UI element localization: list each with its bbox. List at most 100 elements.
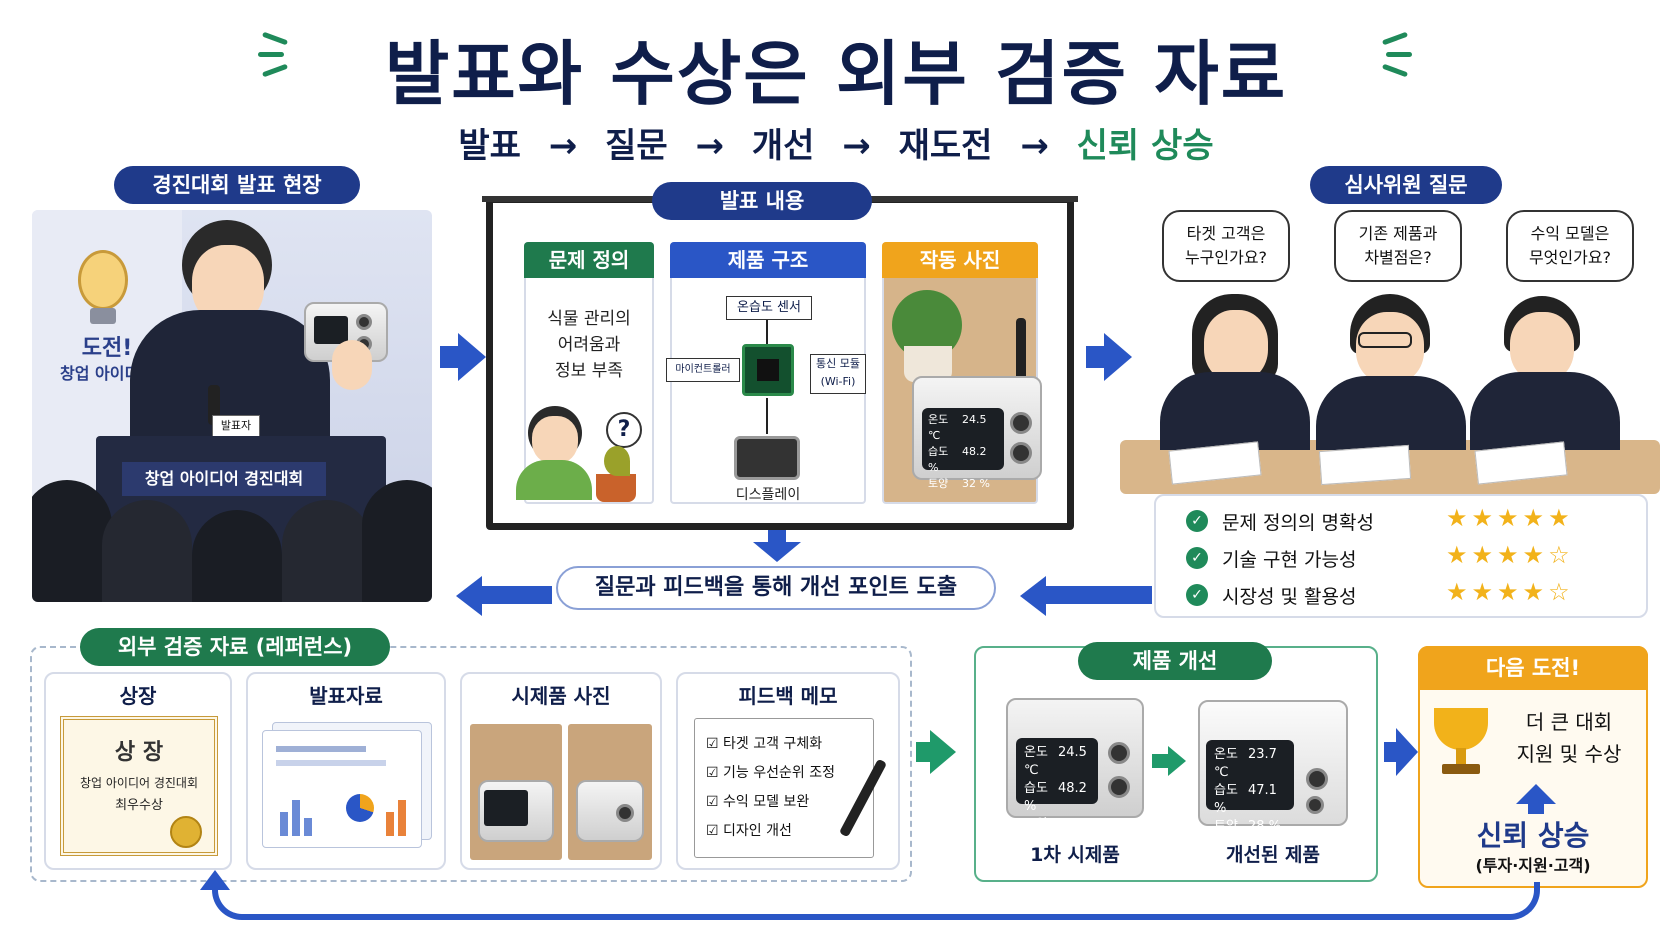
criteria-name: 기술 구현 가능성	[1222, 549, 1357, 571]
audience-head	[192, 510, 282, 602]
question-bubble-1: 타겟 고객은 누구인가요?	[1162, 210, 1290, 282]
check-icon: ✓	[1186, 584, 1208, 606]
stage-label: 경진대회 발표 현장	[114, 166, 360, 204]
paper-icon	[1318, 444, 1412, 486]
certificate-line: 최우수상	[115, 798, 163, 813]
bar-chart-icon	[398, 800, 406, 836]
podium-sign: 창업 아이디어 경진대회	[122, 462, 326, 496]
device-knob	[1108, 776, 1130, 798]
judge3-body	[1470, 372, 1620, 450]
reading-value: 48.2 %	[928, 445, 987, 474]
title-deco	[1386, 52, 1412, 57]
device-screen	[314, 316, 348, 344]
memo-item-text: 타겟 고객 구체화	[723, 736, 823, 752]
device-knob	[1306, 768, 1328, 790]
arrow-right-icon	[458, 333, 486, 381]
arrow-right-icon	[440, 346, 458, 368]
sensor-box: 온습도 센서	[726, 296, 812, 320]
judge2-body	[1316, 376, 1466, 450]
arrow-right-icon	[1396, 728, 1418, 776]
judge3-face	[1510, 312, 1574, 382]
device-knob	[1010, 442, 1032, 464]
mcu-chip-icon	[742, 344, 794, 396]
reading-value: 23.7 ℃	[1214, 747, 1277, 780]
bar-chart-icon	[386, 812, 394, 836]
arrow-right-icon	[1168, 746, 1186, 776]
arrow-down-icon	[768, 530, 786, 544]
main-title: 발표와 수상은 외부 검증 자료	[384, 33, 1288, 115]
reading-label: 토양	[928, 477, 949, 490]
glasses-icon	[1358, 332, 1412, 348]
problem-line: 정보 부족	[555, 361, 623, 381]
judge1-face	[1204, 310, 1268, 382]
wilted-plant-pot	[596, 474, 636, 502]
reading-value: 48.2 %	[1024, 781, 1087, 814]
presenter-hand	[332, 340, 372, 390]
audience-head	[362, 480, 432, 602]
device-knob	[1010, 412, 1032, 434]
judge1-body	[1160, 372, 1310, 450]
rating-stars: ★★★★★	[1446, 504, 1574, 532]
arrow-right-icon	[1104, 333, 1132, 381]
problem-title: 문제 정의	[524, 242, 654, 278]
memo-item: ☑ 수익 모델 보완	[706, 794, 810, 810]
flow-step-final: 신뢰 상승	[1076, 126, 1214, 166]
bar-chart-icon	[292, 800, 300, 836]
flow-arrow: →	[548, 126, 578, 166]
prototype-title: 시제품 사진	[511, 684, 611, 708]
comm-line: 통신 모듈	[816, 357, 860, 370]
slide-text-line	[276, 746, 366, 752]
feedback-banner: 질문과 피드백을 통해 개선 포인트 도출	[556, 566, 996, 610]
antenna-icon	[1016, 318, 1026, 396]
next-line: 지원 및 수상	[1516, 742, 1622, 766]
rating-stars: ★★★★☆	[1446, 578, 1574, 606]
structure-title: 제품 구조	[670, 242, 866, 278]
rating-stars: ★★★★☆	[1446, 541, 1574, 569]
presentation-label: 발표 내용	[652, 182, 872, 220]
arrow-right-icon	[930, 730, 956, 774]
trophy-icon	[1434, 708, 1488, 750]
stage-scene: 도전! 창업 아이디어 발표자 창업 아이디어 경진대회	[32, 210, 432, 602]
next-text: 더 큰 대회 지원 및 수상	[1494, 706, 1644, 770]
connector-line	[766, 398, 768, 434]
comm-line: (Wi-Fi)	[820, 375, 856, 388]
arrow-up-icon	[200, 870, 230, 890]
arrow-right-icon	[916, 742, 930, 762]
boy-face	[532, 416, 578, 464]
audience-head	[32, 480, 112, 602]
arrow-right-icon	[1086, 346, 1104, 368]
reading-label: 습도	[1024, 781, 1048, 796]
boy-body	[516, 460, 592, 500]
arrow-up-icon	[1528, 802, 1544, 814]
reading-label: 온도	[1024, 745, 1048, 760]
reading-label: 토양	[1024, 817, 1048, 832]
arrow-left-icon	[1044, 586, 1152, 604]
question-line: 기존 제품과	[1358, 224, 1438, 243]
problem-text: 식물 관리의 어려움과 정보 부족	[524, 306, 654, 384]
banner-line1: 도전!	[81, 336, 133, 361]
judge2-face	[1356, 312, 1424, 384]
judges-label: 심사위원 질문	[1310, 166, 1502, 204]
connector-line	[766, 320, 768, 344]
display-icon	[734, 436, 800, 480]
reading-label: 습도	[1214, 783, 1238, 798]
bar-chart-icon	[280, 812, 288, 836]
audience-head	[282, 500, 372, 602]
memo-title: 피드백 메모	[738, 684, 838, 708]
question-line: 무엇인가요?	[1528, 248, 1612, 267]
presenter-badge: 발표자	[212, 415, 260, 437]
trust-sub: (투자·지원·고객)	[1475, 856, 1591, 875]
reading-label: 토양	[1214, 819, 1238, 834]
question-bubble-3: 수익 모델은 무엇인가요?	[1506, 210, 1634, 282]
lightbulb-icon	[78, 250, 128, 310]
flow-step: 재도전	[898, 126, 993, 166]
reading-value: 28 %	[1248, 819, 1282, 834]
memo-item-text: 수익 모델 보완	[723, 794, 810, 810]
wilted-plant-leaf	[604, 446, 630, 476]
next-label: 다음 도전!	[1418, 646, 1648, 690]
check-icon: ✓	[1186, 547, 1208, 569]
trophy-stem	[1456, 748, 1466, 764]
improve-label: 제품 개선	[1078, 642, 1272, 680]
